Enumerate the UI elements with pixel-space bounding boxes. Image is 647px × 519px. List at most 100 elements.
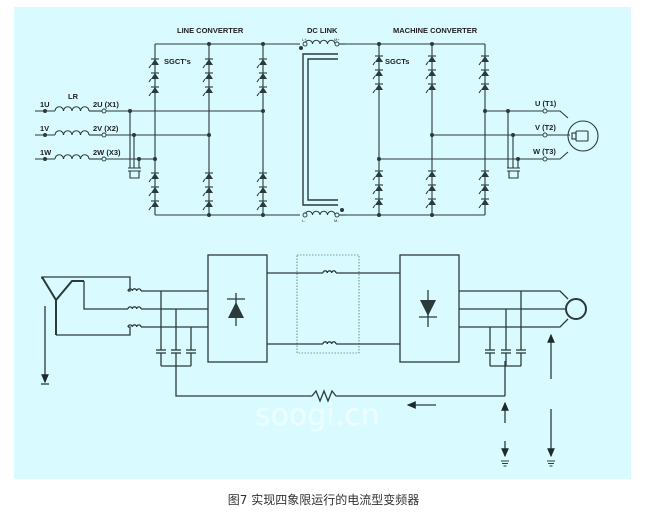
gate-lead	[425, 89, 429, 94]
sgct-thyristor	[478, 55, 489, 66]
output-filter-capacitors	[507, 167, 520, 179]
gate-lead	[202, 206, 206, 211]
line-reactor-lr	[54, 106, 90, 112]
sgct-thyristor	[478, 170, 489, 181]
gate-lead	[256, 206, 260, 211]
label-dc-link: DC LINK	[307, 26, 338, 35]
gate-lead	[148, 92, 152, 97]
polarity-dot	[340, 208, 344, 212]
reactor-terminal	[101, 108, 107, 114]
sgct-thyristor	[425, 184, 436, 195]
sgct-thyristor	[202, 172, 213, 183]
thyristor-triangle	[151, 59, 159, 65]
phase-junction	[483, 109, 487, 113]
sgct-thyristor	[202, 58, 213, 69]
label-reactor: LR	[68, 92, 79, 101]
phase-junction	[207, 133, 211, 137]
terminal-2v: 2V (X2)	[93, 124, 119, 133]
dc-link-core-inner	[307, 58, 338, 201]
gate-lead	[148, 192, 152, 197]
sgct-thyristor	[148, 186, 159, 197]
label-machine-sgct: SGCTs	[385, 57, 409, 66]
motor-icon	[565, 298, 587, 320]
gate-lead	[202, 78, 206, 83]
dc-link-pin	[302, 212, 308, 218]
sgct-thyristor	[148, 58, 159, 69]
reactor-terminal	[101, 132, 107, 138]
pin-m-plus: M+	[334, 37, 340, 42]
thyristor-triangle	[428, 70, 436, 76]
motor-icon	[567, 120, 599, 152]
phase-junction	[430, 133, 434, 137]
thyristor-triangle	[428, 171, 436, 177]
diagram-panel	[14, 7, 631, 479]
terminal-1v: 1V	[40, 124, 49, 133]
dc-link-box	[296, 254, 360, 354]
label-line-sgct: SGCT's	[164, 57, 191, 66]
terminal-2u: 2U (X1)	[93, 100, 119, 109]
gate-lead	[478, 61, 482, 66]
sgct-thyristor	[202, 186, 213, 197]
thyristor-triangle	[375, 56, 383, 62]
pin-l-minus: L-	[302, 218, 306, 223]
junction-dot	[207, 42, 211, 46]
pin-m-minus: M-	[334, 218, 339, 223]
terminal-1w: 1W	[40, 148, 52, 157]
output-terminal	[542, 132, 548, 138]
gate-lead	[478, 176, 482, 181]
thyristor-triangle	[428, 56, 436, 62]
gate-lead	[425, 190, 429, 195]
sgct-stack-lower	[425, 170, 436, 209]
gate-lead	[425, 204, 429, 209]
dc-link-pin	[334, 41, 340, 47]
feedback-resistor	[311, 389, 505, 403]
sgct-stack-lower	[148, 172, 159, 211]
sgct-stack-upper	[202, 58, 213, 97]
label-line-converter: LINE CONVERTER	[177, 26, 244, 35]
dc-inductor-bottom	[322, 341, 337, 345]
sgct-thyristor	[148, 86, 159, 97]
reactor-terminal	[101, 156, 107, 162]
thyristor-triangle	[205, 187, 213, 193]
terminal-v-t2: V (T2)	[535, 123, 556, 132]
thyristor-triangle	[205, 173, 213, 179]
output-phase-1	[459, 290, 569, 300]
terminal-u-t1: U (T1)	[535, 99, 557, 108]
gate-lead	[148, 206, 152, 211]
thyristor-triangle	[375, 171, 383, 177]
sgct-thyristor	[148, 172, 159, 183]
phase-junction	[377, 157, 381, 161]
sgct-thyristor	[148, 200, 159, 211]
figure-caption: 图7 实现四象限运行的电流型变频器	[227, 493, 420, 507]
sgct-thyristor	[256, 86, 267, 97]
sgct-thyristor	[478, 83, 489, 94]
thyristor-triangle	[259, 187, 267, 193]
thyristor-triangle	[205, 201, 213, 207]
sgct-thyristor	[148, 72, 159, 83]
polarity-dot	[299, 46, 303, 50]
gate-lead	[256, 178, 260, 183]
sgct-stack-lower	[372, 170, 383, 209]
motor-leads	[547, 110, 570, 160]
input-inductor	[127, 306, 142, 310]
thyristor-triangle	[428, 199, 436, 205]
thyristor-triangle	[151, 187, 159, 193]
thyristor-triangle	[375, 185, 383, 191]
sgct-thyristor	[372, 55, 383, 66]
terminal-1u: 1U	[40, 100, 50, 109]
gate-lead	[425, 75, 429, 80]
thyristor-triangle	[259, 201, 267, 207]
thyristor-triangle	[151, 173, 159, 179]
sgct-thyristor	[478, 69, 489, 80]
sgct-thyristor	[425, 170, 436, 181]
thyristor-triangle	[259, 73, 267, 79]
thyristor-triangle	[428, 185, 436, 191]
wye-conn-3	[56, 326, 131, 336]
sgct-thyristor	[256, 200, 267, 211]
thyristor-triangle	[481, 199, 489, 205]
label-machine-converter: MACHINE CONVERTER	[393, 26, 478, 35]
dc-link-inductor-top	[304, 39, 336, 45]
thyristor-triangle	[259, 87, 267, 93]
sgct-thyristor	[425, 55, 436, 66]
